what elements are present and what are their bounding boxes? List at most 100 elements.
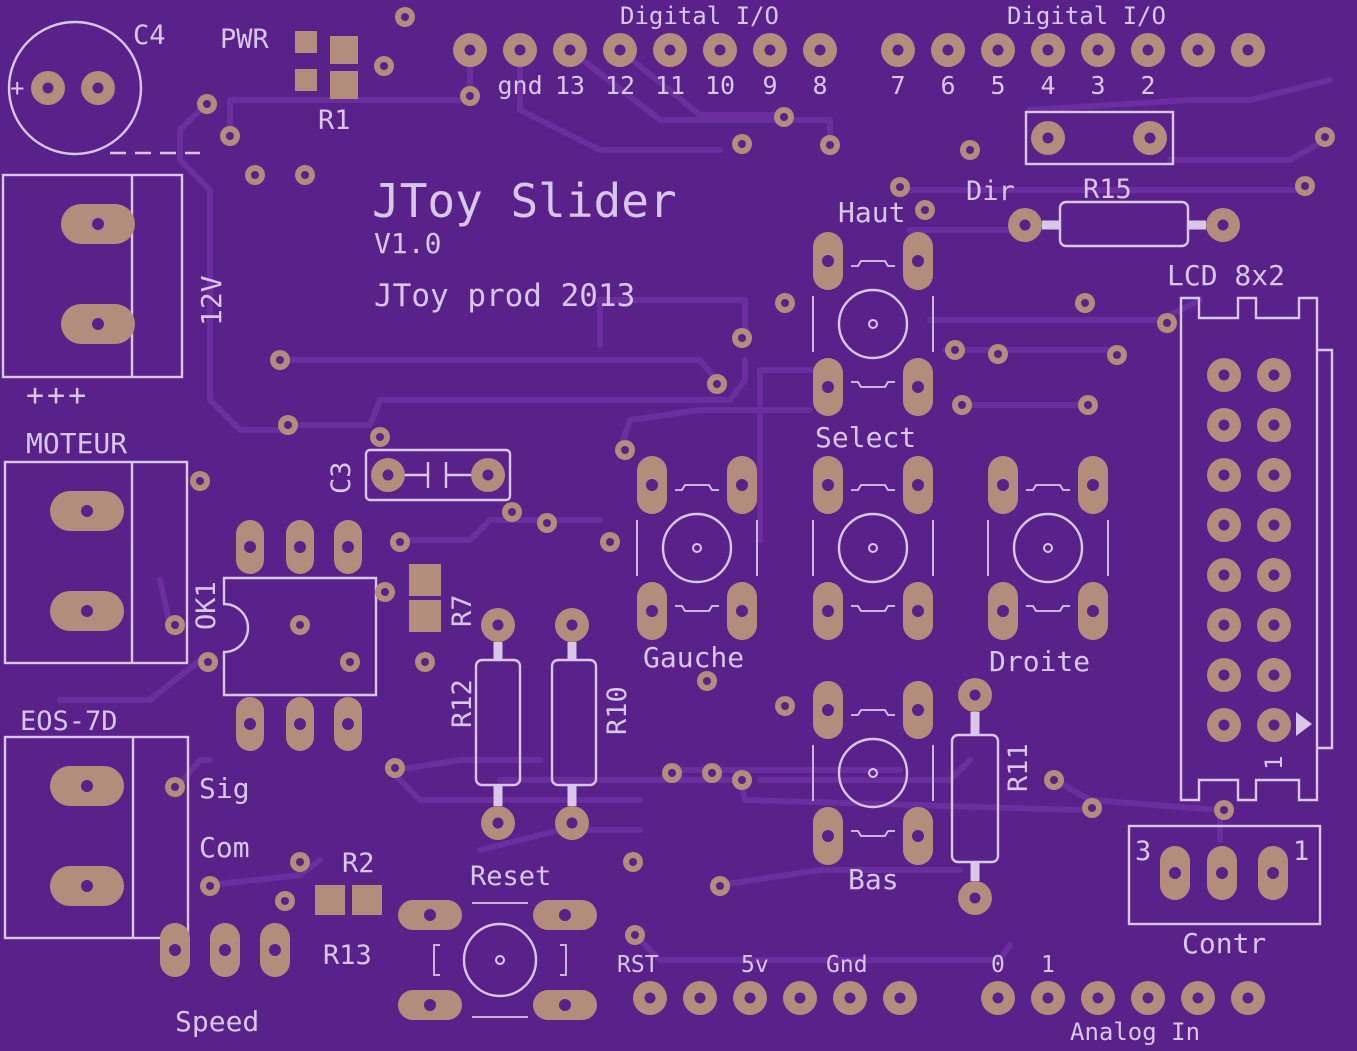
board-credit: JToy prod 2013 [374, 278, 636, 314]
digital-pin-label: 4 [1040, 71, 1056, 100]
analog-in-label: Analog In [1070, 1018, 1201, 1046]
analog-pin-label: 1 [1041, 952, 1055, 978]
c3-label: C3 [326, 461, 357, 494]
contr-pin1-label: 1 [1293, 836, 1310, 867]
trace [157, 577, 173, 628]
r1-pad [330, 36, 358, 64]
r11-label: R11 [1003, 743, 1034, 792]
c4-polarity-label: + [10, 74, 25, 102]
eos-label: EOS-7D [20, 706, 118, 737]
trace [637, 937, 1013, 963]
trace [617, 47, 783, 118]
switch-haut [812, 232, 934, 416]
pwr-led-pad [295, 69, 317, 91]
trace [1027, 77, 1333, 113]
switch-bas [812, 681, 934, 865]
board-title: JToy Slider [372, 174, 677, 228]
pwr-led-pad [295, 31, 317, 53]
power-pin-label: RST [617, 952, 659, 978]
lcd-pin1-label: 1 [1260, 755, 1288, 770]
r2-pad [315, 885, 345, 915]
digital-pin-label: 7 [890, 71, 906, 100]
trace [177, 127, 293, 433]
digital-pin-label: 12 [605, 71, 636, 100]
digital-pin-label: 10 [705, 71, 736, 100]
lcd-label: LCD 8x2 [1167, 259, 1286, 292]
trace [392, 757, 543, 773]
trace [517, 47, 723, 153]
button-select-label: Select [815, 421, 917, 454]
trace [277, 357, 723, 387]
button-droite-label: Droite [989, 645, 1091, 678]
reset-label: Reset [470, 861, 552, 892]
switch-reset [398, 900, 597, 1020]
trace [207, 857, 323, 888]
digital-pin-label: 6 [940, 71, 956, 100]
sig-label: Sig [199, 772, 250, 805]
digital-pin-label: 11 [655, 71, 686, 100]
speed-label: Speed [175, 1005, 260, 1038]
moteur-label: MOTEUR [26, 427, 128, 460]
com-label: Com [199, 831, 250, 864]
switch-droite [987, 456, 1109, 640]
button-haut-label: Haut [838, 196, 906, 229]
digital-pin-label: 8 [812, 71, 828, 100]
r12-label: R12 [447, 679, 478, 728]
digital-pin-label: 13 [555, 71, 586, 100]
trace [387, 767, 643, 803]
contr-pin3-label: 3 [1135, 836, 1152, 867]
copper-pads [31, 7, 1335, 1015]
trace [287, 357, 748, 428]
trace [1167, 137, 1328, 163]
trace [757, 757, 973, 783]
r13-label: R13 [323, 940, 372, 971]
digital-io-right-label: Digital I/O [1007, 2, 1166, 30]
switch-select [812, 456, 934, 640]
pwr-label: PWR [220, 24, 269, 55]
trace [717, 867, 963, 888]
ok1-label: OK1 [191, 581, 222, 630]
r10-label: R10 [602, 686, 633, 735]
power-pin-label: Gnd [826, 952, 868, 978]
trace [597, 297, 748, 348]
trace [567, 47, 833, 148]
r1-pad [330, 71, 358, 99]
terminal-polarity-label: +++ [26, 378, 90, 413]
power-pin-label: 5v [741, 952, 769, 978]
trace [227, 47, 473, 138]
digital-pin-label: gnd [497, 71, 543, 100]
trace [1052, 777, 1223, 813]
digital-pin-label: 2 [1140, 71, 1156, 100]
analog-pin-label: 0 [991, 952, 1005, 978]
switch-gauche [636, 456, 758, 640]
r7-pad [409, 564, 441, 596]
trace [757, 367, 833, 543]
digital-pin-label: 5 [990, 71, 1006, 100]
contr-label: Contr [1182, 927, 1267, 960]
r1-label: R1 [318, 105, 351, 136]
dir-label: Dir [966, 176, 1015, 207]
r7-label: R7 [447, 594, 478, 627]
trace [497, 777, 1083, 813]
digital-pin-label: 3 [1090, 71, 1106, 100]
button-gauche-label: Gauche [643, 641, 745, 674]
button-bas-label: Bas [848, 863, 899, 896]
c4-label: C4 [133, 20, 166, 51]
tactile-switches [398, 232, 1109, 1020]
r13-pad [352, 885, 382, 915]
12v-label: 12V [195, 275, 228, 326]
trace [617, 407, 813, 453]
r7-pad [409, 600, 441, 632]
trace [392, 517, 603, 543]
silkscreen-outlines [1, 20, 1334, 940]
board-version: V1.0 [374, 227, 442, 260]
r15-label: R15 [1083, 174, 1132, 205]
trace [57, 657, 203, 703]
copper-traces [57, 47, 1333, 963]
r2-label: R2 [342, 848, 375, 879]
trace [172, 757, 213, 793]
digital-pin-label: 9 [762, 71, 778, 100]
digital-io-left-label: Digital I/O [620, 2, 779, 30]
